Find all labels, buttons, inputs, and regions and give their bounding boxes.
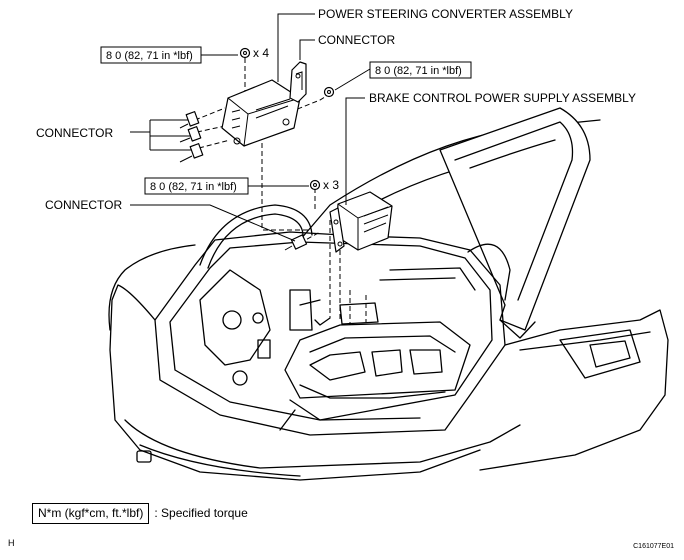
torque-value-2: 8 0 (82, 71 in *lbf) bbox=[375, 65, 462, 77]
connector-plug-icon bbox=[179, 143, 204, 163]
count-x3: x 3 bbox=[323, 178, 339, 192]
section-letter: H bbox=[8, 538, 15, 548]
label-connector-left: CONNECTOR bbox=[36, 126, 113, 140]
connector-plug-icon bbox=[179, 126, 202, 143]
connector-plug-icon bbox=[179, 111, 200, 129]
count-x4: x 4 bbox=[253, 46, 269, 60]
nut-icon bbox=[323, 86, 335, 98]
torque-spec-1: 8 0 (82, 71 in *lbf) bbox=[100, 46, 202, 64]
torque-legend: N*m (kgf*cm, ft.*lbf) : Specified torque bbox=[32, 502, 248, 524]
torque-value-1: 8 0 (82, 71 in *lbf) bbox=[106, 50, 193, 62]
nut-icon bbox=[309, 179, 321, 191]
vehicle-rear-body bbox=[108, 107, 669, 481]
brake-control-power-supply-part bbox=[329, 191, 393, 253]
figure-code: C161077E01 bbox=[633, 543, 674, 550]
bracket-part bbox=[289, 61, 307, 103]
nut-icon bbox=[239, 47, 251, 59]
connector-plug-icon bbox=[284, 234, 308, 251]
torque-spec-3: 8 0 (82, 71 in *lbf) bbox=[144, 177, 249, 195]
label-connector-top: CONNECTOR bbox=[318, 33, 395, 47]
torque-spec-2: 8 0 (82, 71 in *lbf) bbox=[369, 61, 472, 79]
label-connector-mid: CONNECTOR bbox=[45, 198, 122, 212]
label-brake-control-power-supply: BRAKE CONTROL POWER SUPPLY ASSEMBLY bbox=[369, 91, 636, 105]
legend-unit-box: N*m (kgf*cm, ft.*lbf) bbox=[32, 502, 150, 524]
power-steering-converter-part bbox=[221, 79, 301, 147]
legend-description: : Specified torque bbox=[154, 506, 248, 520]
torque-value-3: 8 0 (82, 71 in *lbf) bbox=[150, 181, 237, 193]
label-power-steering-converter: POWER STEERING CONVERTER ASSEMBLY bbox=[318, 7, 573, 21]
assembly-guide-lines bbox=[194, 58, 367, 325]
leader-lines bbox=[130, 13, 371, 242]
